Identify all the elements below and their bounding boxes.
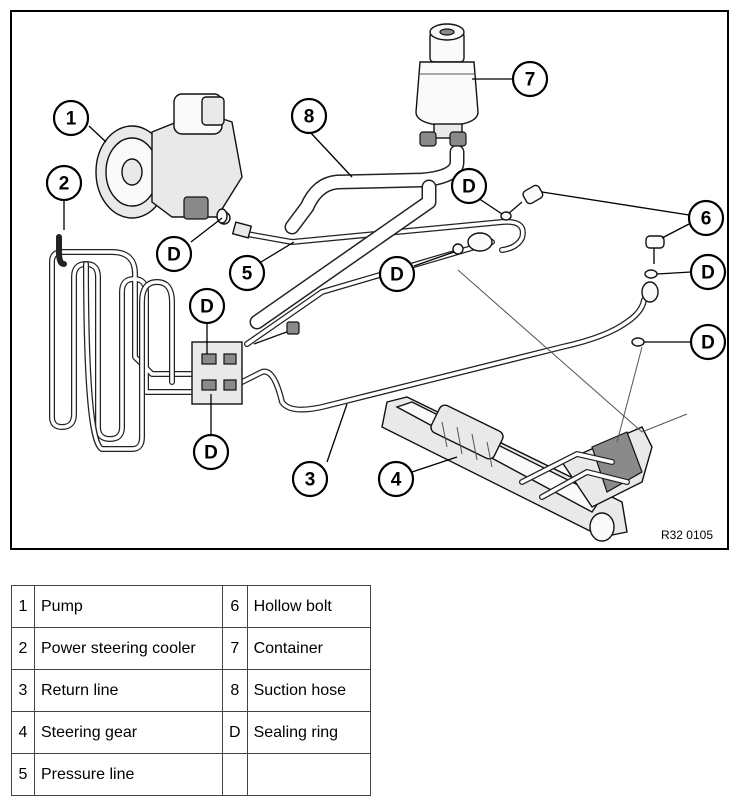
legend-key: 5 xyxy=(11,753,35,796)
power-steering-diagram: 1 2 8 7 D D D 5 6 D D D xyxy=(45,23,727,542)
table-row: 1 Pump 6 Hollow bolt xyxy=(11,585,371,628)
callout-d-bracket-bottom: D xyxy=(192,433,230,471)
legend-label: Suction hose xyxy=(246,669,371,712)
callout-7: 7 xyxy=(511,60,549,98)
svg-text:7: 7 xyxy=(525,70,536,91)
legend-key: 4 xyxy=(11,711,35,754)
legend-key: 8 xyxy=(222,669,248,712)
callout-d-bracket-top: D xyxy=(188,287,226,325)
callout-2: 2 xyxy=(45,164,83,202)
steering-gear xyxy=(381,396,653,542)
legend-label: Steering gear xyxy=(34,711,223,754)
svg-text:1: 1 xyxy=(66,109,77,130)
svg-text:5: 5 xyxy=(242,264,253,285)
svg-text:D: D xyxy=(167,245,181,266)
callout-4: 4 xyxy=(377,460,415,498)
svg-text:D: D xyxy=(390,265,404,286)
table-row: 4 Steering gear D Sealing ring xyxy=(11,711,371,754)
svg-text:2: 2 xyxy=(59,174,70,195)
callout-d-upper: D xyxy=(450,167,488,205)
callout-6: 6 xyxy=(687,199,725,237)
leader-lines xyxy=(63,78,692,473)
legend-key: 7 xyxy=(222,627,248,670)
cooler-bracket xyxy=(191,321,300,405)
svg-text:D: D xyxy=(200,297,214,318)
legend-key: 3 xyxy=(11,669,35,712)
guide-lines xyxy=(457,269,688,443)
svg-text:6: 6 xyxy=(701,209,712,230)
callout-1: 1 xyxy=(52,99,90,137)
legend-label xyxy=(246,753,371,796)
svg-text:8: 8 xyxy=(304,107,315,128)
svg-text:D: D xyxy=(701,263,715,284)
legend-key: D xyxy=(222,711,248,754)
svg-text:4: 4 xyxy=(391,470,402,491)
table-row: 3 Return line 8 Suction hose xyxy=(11,669,371,712)
svg-text:3: 3 xyxy=(305,470,316,491)
callout-d-pump: D xyxy=(155,235,193,273)
diagram-frame: 1 2 8 7 D D D 5 6 D D D xyxy=(10,10,729,550)
legend-label: Sealing ring xyxy=(246,711,371,754)
callout-d-right-lower: D xyxy=(689,323,727,361)
table-row: 5 Pressure line xyxy=(11,753,371,796)
power-steering-cooler xyxy=(49,234,195,452)
hollow-bolts xyxy=(507,184,665,264)
legend-label: Hollow bolt xyxy=(246,585,371,628)
legend-label: Container xyxy=(246,627,371,670)
legend-key xyxy=(222,753,248,796)
legend-label: Pump xyxy=(34,585,223,628)
legend-label: Pressure line xyxy=(34,753,223,796)
svg-text:D: D xyxy=(462,177,476,198)
figure-reference: R32 0105 xyxy=(660,528,713,542)
callout-5: 5 xyxy=(228,254,266,292)
legend-label: Return line xyxy=(34,669,223,712)
callout-d-right-upper: D xyxy=(689,253,727,291)
reservoir-container xyxy=(415,23,479,147)
callout-3: 3 xyxy=(291,460,329,498)
legend-table: 1 Pump 6 Hollow bolt 2 Power steering co… xyxy=(11,585,371,796)
legend-key: 1 xyxy=(11,585,35,628)
callout-8: 8 xyxy=(290,97,328,135)
pump xyxy=(95,93,243,225)
table-row: 2 Power steering cooler 7 Container xyxy=(11,627,371,670)
suction-hose xyxy=(249,144,465,330)
legend-label: Power steering cooler xyxy=(34,627,223,670)
svg-text:D: D xyxy=(204,443,218,464)
svg-text:D: D xyxy=(701,333,715,354)
legend-key: 2 xyxy=(11,627,35,670)
legend-key: 6 xyxy=(222,585,248,628)
return-line xyxy=(239,281,659,413)
callout-d-middle: D xyxy=(378,255,416,293)
